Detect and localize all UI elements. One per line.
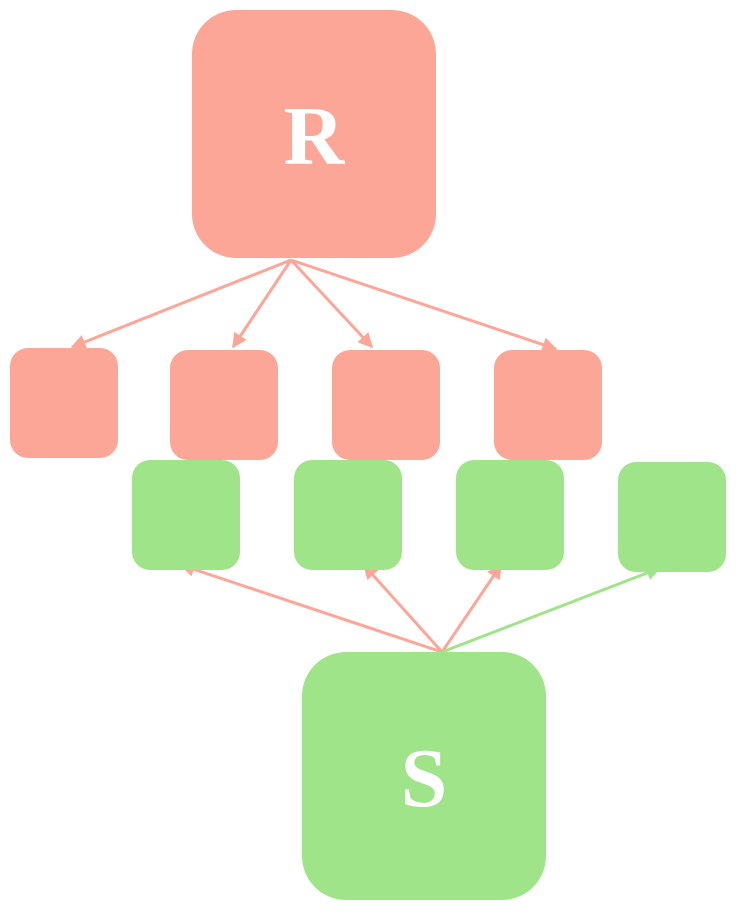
green-box-3 — [456, 460, 564, 570]
green-box-2 — [294, 460, 402, 570]
arrow-s-to-green-2 — [362, 563, 444, 654]
arrow-s-to-green-4 — [441, 565, 662, 654]
arrow-r-to-red-2 — [231, 259, 293, 349]
arrow-s-to-green-3 — [440, 563, 503, 653]
s-arrows — [179, 562, 662, 654]
red-box-1 — [10, 348, 118, 458]
green-box-4 — [618, 462, 726, 572]
red-box-4 — [494, 350, 602, 460]
green-boxes — [132, 460, 726, 572]
r-arrows — [70, 258, 558, 352]
node-r: R — [192, 10, 436, 258]
node-s-box — [302, 652, 546, 900]
red-box-2 — [170, 350, 278, 460]
node-r-box — [192, 10, 436, 258]
node-s-label: S — [401, 732, 448, 825]
arrow-r-to-red-3 — [289, 258, 374, 349]
arrow-s-to-green-1 — [179, 562, 443, 654]
node-s: S — [302, 652, 546, 900]
red-boxes — [10, 348, 602, 460]
green-box-1 — [132, 460, 240, 570]
arrow-r-to-red-1 — [70, 258, 292, 349]
red-box-3 — [332, 350, 440, 460]
node-r-label: R — [284, 90, 346, 183]
arrow-r-to-red-4 — [290, 258, 558, 352]
